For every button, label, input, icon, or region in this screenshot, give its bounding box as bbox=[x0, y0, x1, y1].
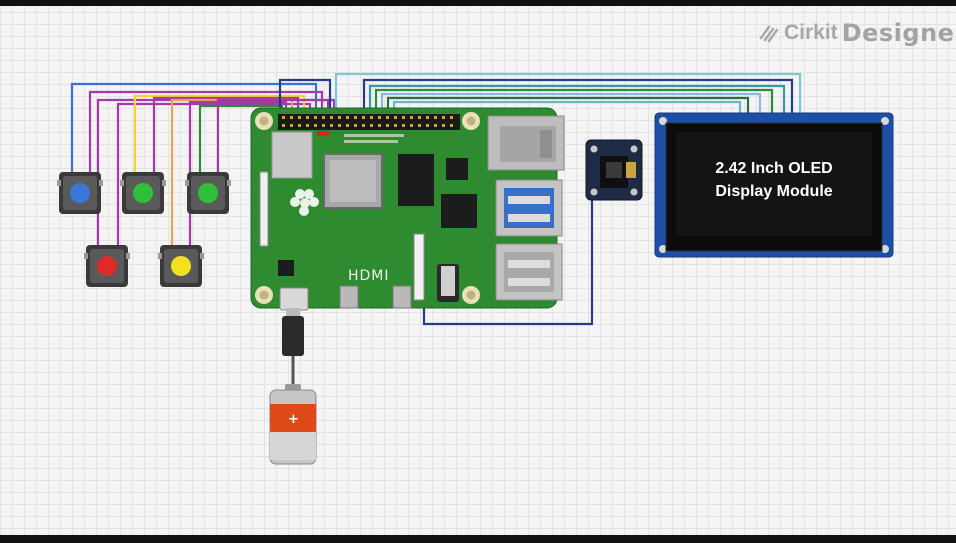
micro-hdmi-port-1[interactable] bbox=[339, 285, 359, 309]
ram-chip bbox=[398, 154, 434, 206]
ethernet-controller-chip bbox=[441, 194, 477, 228]
header-marker bbox=[317, 131, 329, 136]
wire-lightblue-oled[interactable] bbox=[380, 92, 762, 120]
battery[interactable]: + bbox=[269, 384, 317, 465]
wire-navy-oled[interactable] bbox=[362, 78, 794, 120]
hdmi-label: HDMI bbox=[348, 268, 390, 284]
wire-cyan-oled[interactable] bbox=[334, 72, 802, 120]
button-red[interactable] bbox=[84, 245, 130, 287]
usb-c-cable[interactable] bbox=[282, 308, 304, 356]
push-buttons bbox=[57, 172, 231, 287]
oled-display-module[interactable]: 2.42 Inch OLED Display Module bbox=[654, 112, 894, 258]
wifi-module bbox=[271, 131, 313, 179]
button-yellow[interactable] bbox=[158, 245, 204, 287]
window-bottom-border bbox=[0, 535, 956, 543]
raspberry-pi-logo-icon bbox=[290, 189, 319, 216]
window-top-border bbox=[0, 0, 956, 6]
oled-line-1: 2.42 Inch OLED bbox=[715, 160, 832, 177]
wire-green-oled[interactable] bbox=[374, 88, 774, 120]
micro-hdmi-port-2[interactable] bbox=[392, 285, 412, 309]
raspberry-pi-board[interactable]: HDMI bbox=[250, 107, 565, 311]
camera-module[interactable] bbox=[585, 139, 643, 201]
oled-line-2: Display Module bbox=[715, 183, 832, 200]
wire-navy-1[interactable] bbox=[278, 78, 332, 120]
wire-magenta-1[interactable] bbox=[88, 90, 324, 178]
logo-word-designer: Designer bbox=[841, 19, 956, 47]
camera-connector bbox=[413, 233, 425, 301]
ethernet-port[interactable] bbox=[487, 115, 565, 171]
gpio-header[interactable] bbox=[278, 114, 460, 130]
battery-plus-icon: + bbox=[288, 412, 299, 427]
display-connector bbox=[259, 171, 269, 247]
button-green-1[interactable] bbox=[120, 172, 166, 214]
wire-teal-oled[interactable] bbox=[368, 84, 786, 120]
wire-blue[interactable] bbox=[70, 82, 318, 178]
usb-controller-chip bbox=[446, 158, 468, 180]
usb-2-port[interactable] bbox=[495, 243, 563, 301]
cirkit-designer-logo: Cirkit Designer bbox=[758, 18, 956, 48]
logo-word-cirkit: Cirkit bbox=[784, 21, 838, 44]
button-blue[interactable] bbox=[57, 172, 103, 214]
cirkit-logo-icon bbox=[759, 25, 779, 43]
usb-3-port[interactable] bbox=[495, 179, 563, 237]
button-green-2[interactable] bbox=[185, 172, 231, 214]
usb-c-power-port[interactable] bbox=[279, 287, 309, 311]
